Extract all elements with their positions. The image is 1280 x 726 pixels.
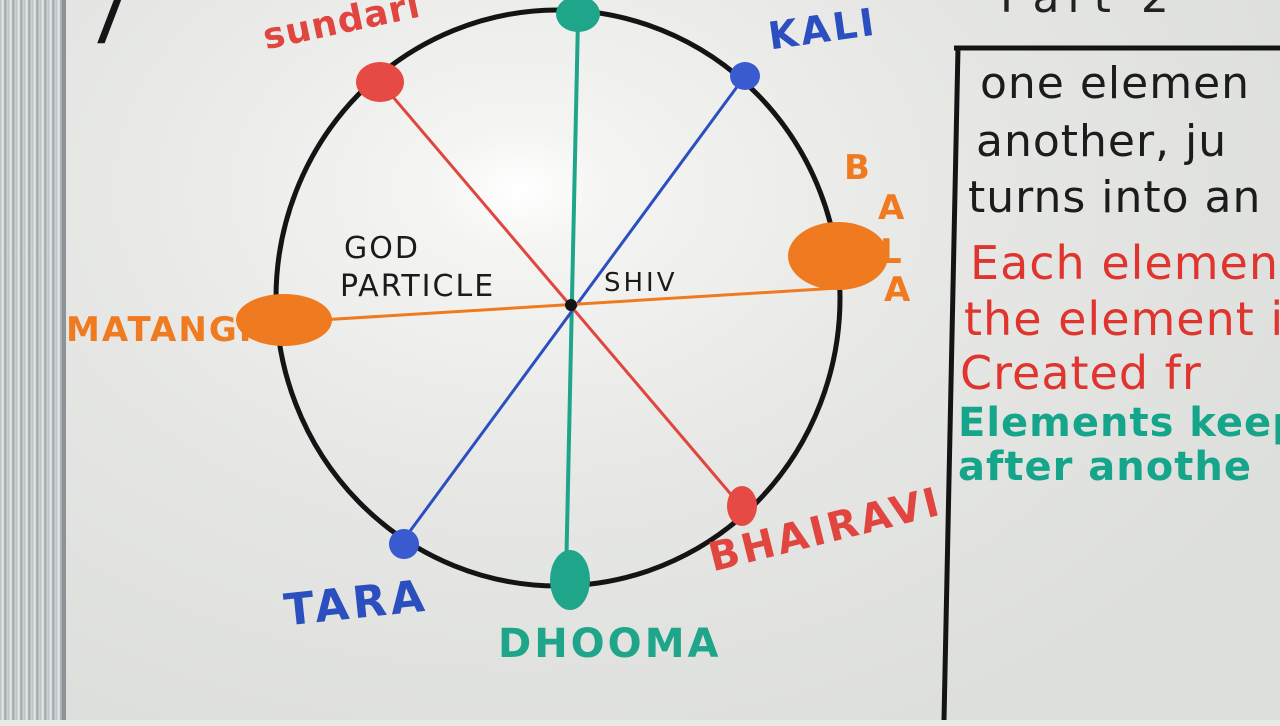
matangi-blob [236, 294, 332, 346]
whiteboard-frame [0, 0, 66, 720]
whiteboard-frame-edge [62, 0, 66, 720]
label-bala-char: L [880, 232, 902, 272]
note-line: turns into an [968, 172, 1262, 223]
notes-panel: one elemen another, ju turns into an Eac… [944, 36, 1280, 726]
note-line: one elemen [980, 58, 1251, 109]
spoke-red-sundari-bhairavi [380, 83, 742, 506]
tara-blob [389, 529, 419, 559]
label-bala: B A L A [840, 148, 940, 348]
top-teal-blob [556, 0, 600, 32]
label-bala-char: A [884, 270, 911, 310]
bala-blob [788, 222, 888, 290]
center-dot [565, 299, 577, 311]
label-bala-char: B [844, 148, 870, 188]
label-dhooma: DHOOMA [498, 621, 722, 667]
note-line: another, ju [976, 116, 1228, 167]
sundari-blob [356, 62, 404, 102]
note-line: the element i [964, 292, 1280, 346]
god-label: GOD [344, 231, 420, 266]
note-line: Elements keep [958, 400, 1280, 446]
note-line: after anothe [958, 444, 1252, 490]
notes-box-border [941, 45, 1280, 720]
bhairavi-blob [727, 486, 757, 526]
center-label-shiv: SHIV [604, 268, 678, 298]
spoke-vertical-teal [564, 17, 580, 579]
label-bala-char: A [878, 188, 905, 228]
dhooma-blob [550, 550, 590, 610]
label-matangi: MATANGI [66, 310, 254, 350]
note-line: Each elemen [970, 236, 1279, 290]
spoke-orange-matangi-bala [287, 286, 839, 324]
particle-label: PARTICLE [340, 269, 496, 304]
corner-mark: 7 [84, 0, 130, 60]
note-line: Created fr [960, 346, 1202, 400]
top-fragment-text: Part 2 [1000, 0, 1177, 23]
kali-blob [730, 62, 760, 90]
